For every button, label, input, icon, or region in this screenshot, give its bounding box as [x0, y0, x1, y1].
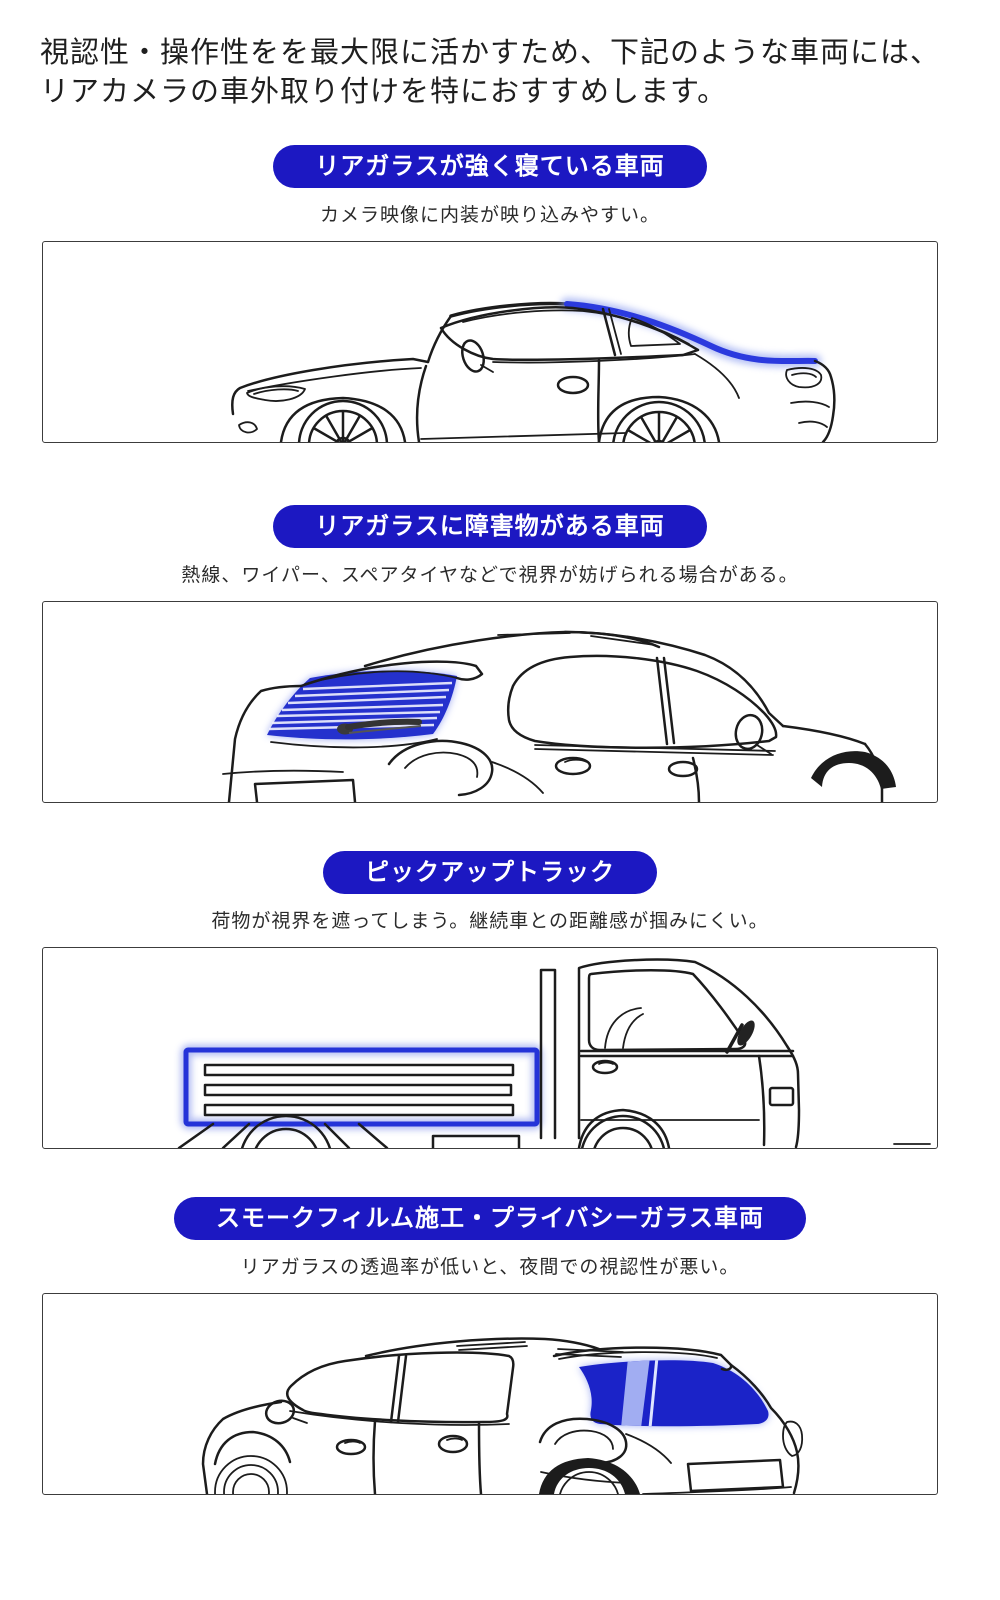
- section-rear-window-obstacles: リアガラスに障害物がある車両 熱線、ワイパー、スペアタイヤなどで視界が妨げられる…: [42, 443, 938, 803]
- section-description: 荷物が視界を遮ってしまう。継続車との距離感が掴みにくい。: [211, 911, 769, 932]
- badge-pill: リアガラスに障害物がある車両: [273, 505, 707, 548]
- illustration-frame: [42, 241, 938, 443]
- hatchback-defroster-wiper-illustration: [222, 630, 896, 802]
- section-sloped-rear-glass: リアガラスが強く寝ている車両 カメラ映像に内装が映り込みやすい。: [42, 112, 938, 443]
- section-description: リアガラスの透過率が低いと、夜間での視認性が悪い。: [240, 1257, 740, 1278]
- header-line-2: リアカメラの車外取り付けを特におすすめします。: [40, 76, 728, 108]
- hatchback-tinted-window-illustration: [201, 1337, 804, 1494]
- header-line-1: 視認性・操作性をを最大限に活かすため、下記のような車両には、: [40, 37, 941, 69]
- illustration-frame: [42, 1293, 938, 1495]
- coupe-sloped-rear-glass-illustration: [231, 297, 836, 442]
- page-header: 視認性・操作性をを最大限に活かすため、下記のような車両には、 リアカメラの車外取…: [0, 0, 1000, 112]
- kei-pickup-cargo-bed-illustration: [177, 958, 931, 1148]
- content-column: リアガラスが強く寝ている車両 カメラ映像に内装が映り込みやすい。: [42, 112, 938, 1495]
- badge-pill: ピックアップトラック: [323, 851, 657, 894]
- badge-pill: スモークフィルム施工・プライバシーガラス車両: [173, 1197, 807, 1240]
- section-description: 熱線、ワイパー、スペアタイヤなどで視界が妨げられる場合がある。: [181, 565, 799, 586]
- section-description: カメラ映像に内装が映り込みやすい。: [319, 205, 660, 226]
- illustration-frame: [42, 947, 938, 1149]
- section-privacy-glass: スモークフィルム施工・プライバシーガラス車両 リアガラスの透過率が低いと、夜間で…: [42, 1149, 938, 1495]
- section-pickup-truck: ピックアップトラック 荷物が視界を遮ってしまう。継続車との距離感が掴みにくい。: [42, 803, 938, 1149]
- badge-pill: リアガラスが強く寝ている車両: [273, 145, 707, 188]
- illustration-frame: [42, 601, 938, 803]
